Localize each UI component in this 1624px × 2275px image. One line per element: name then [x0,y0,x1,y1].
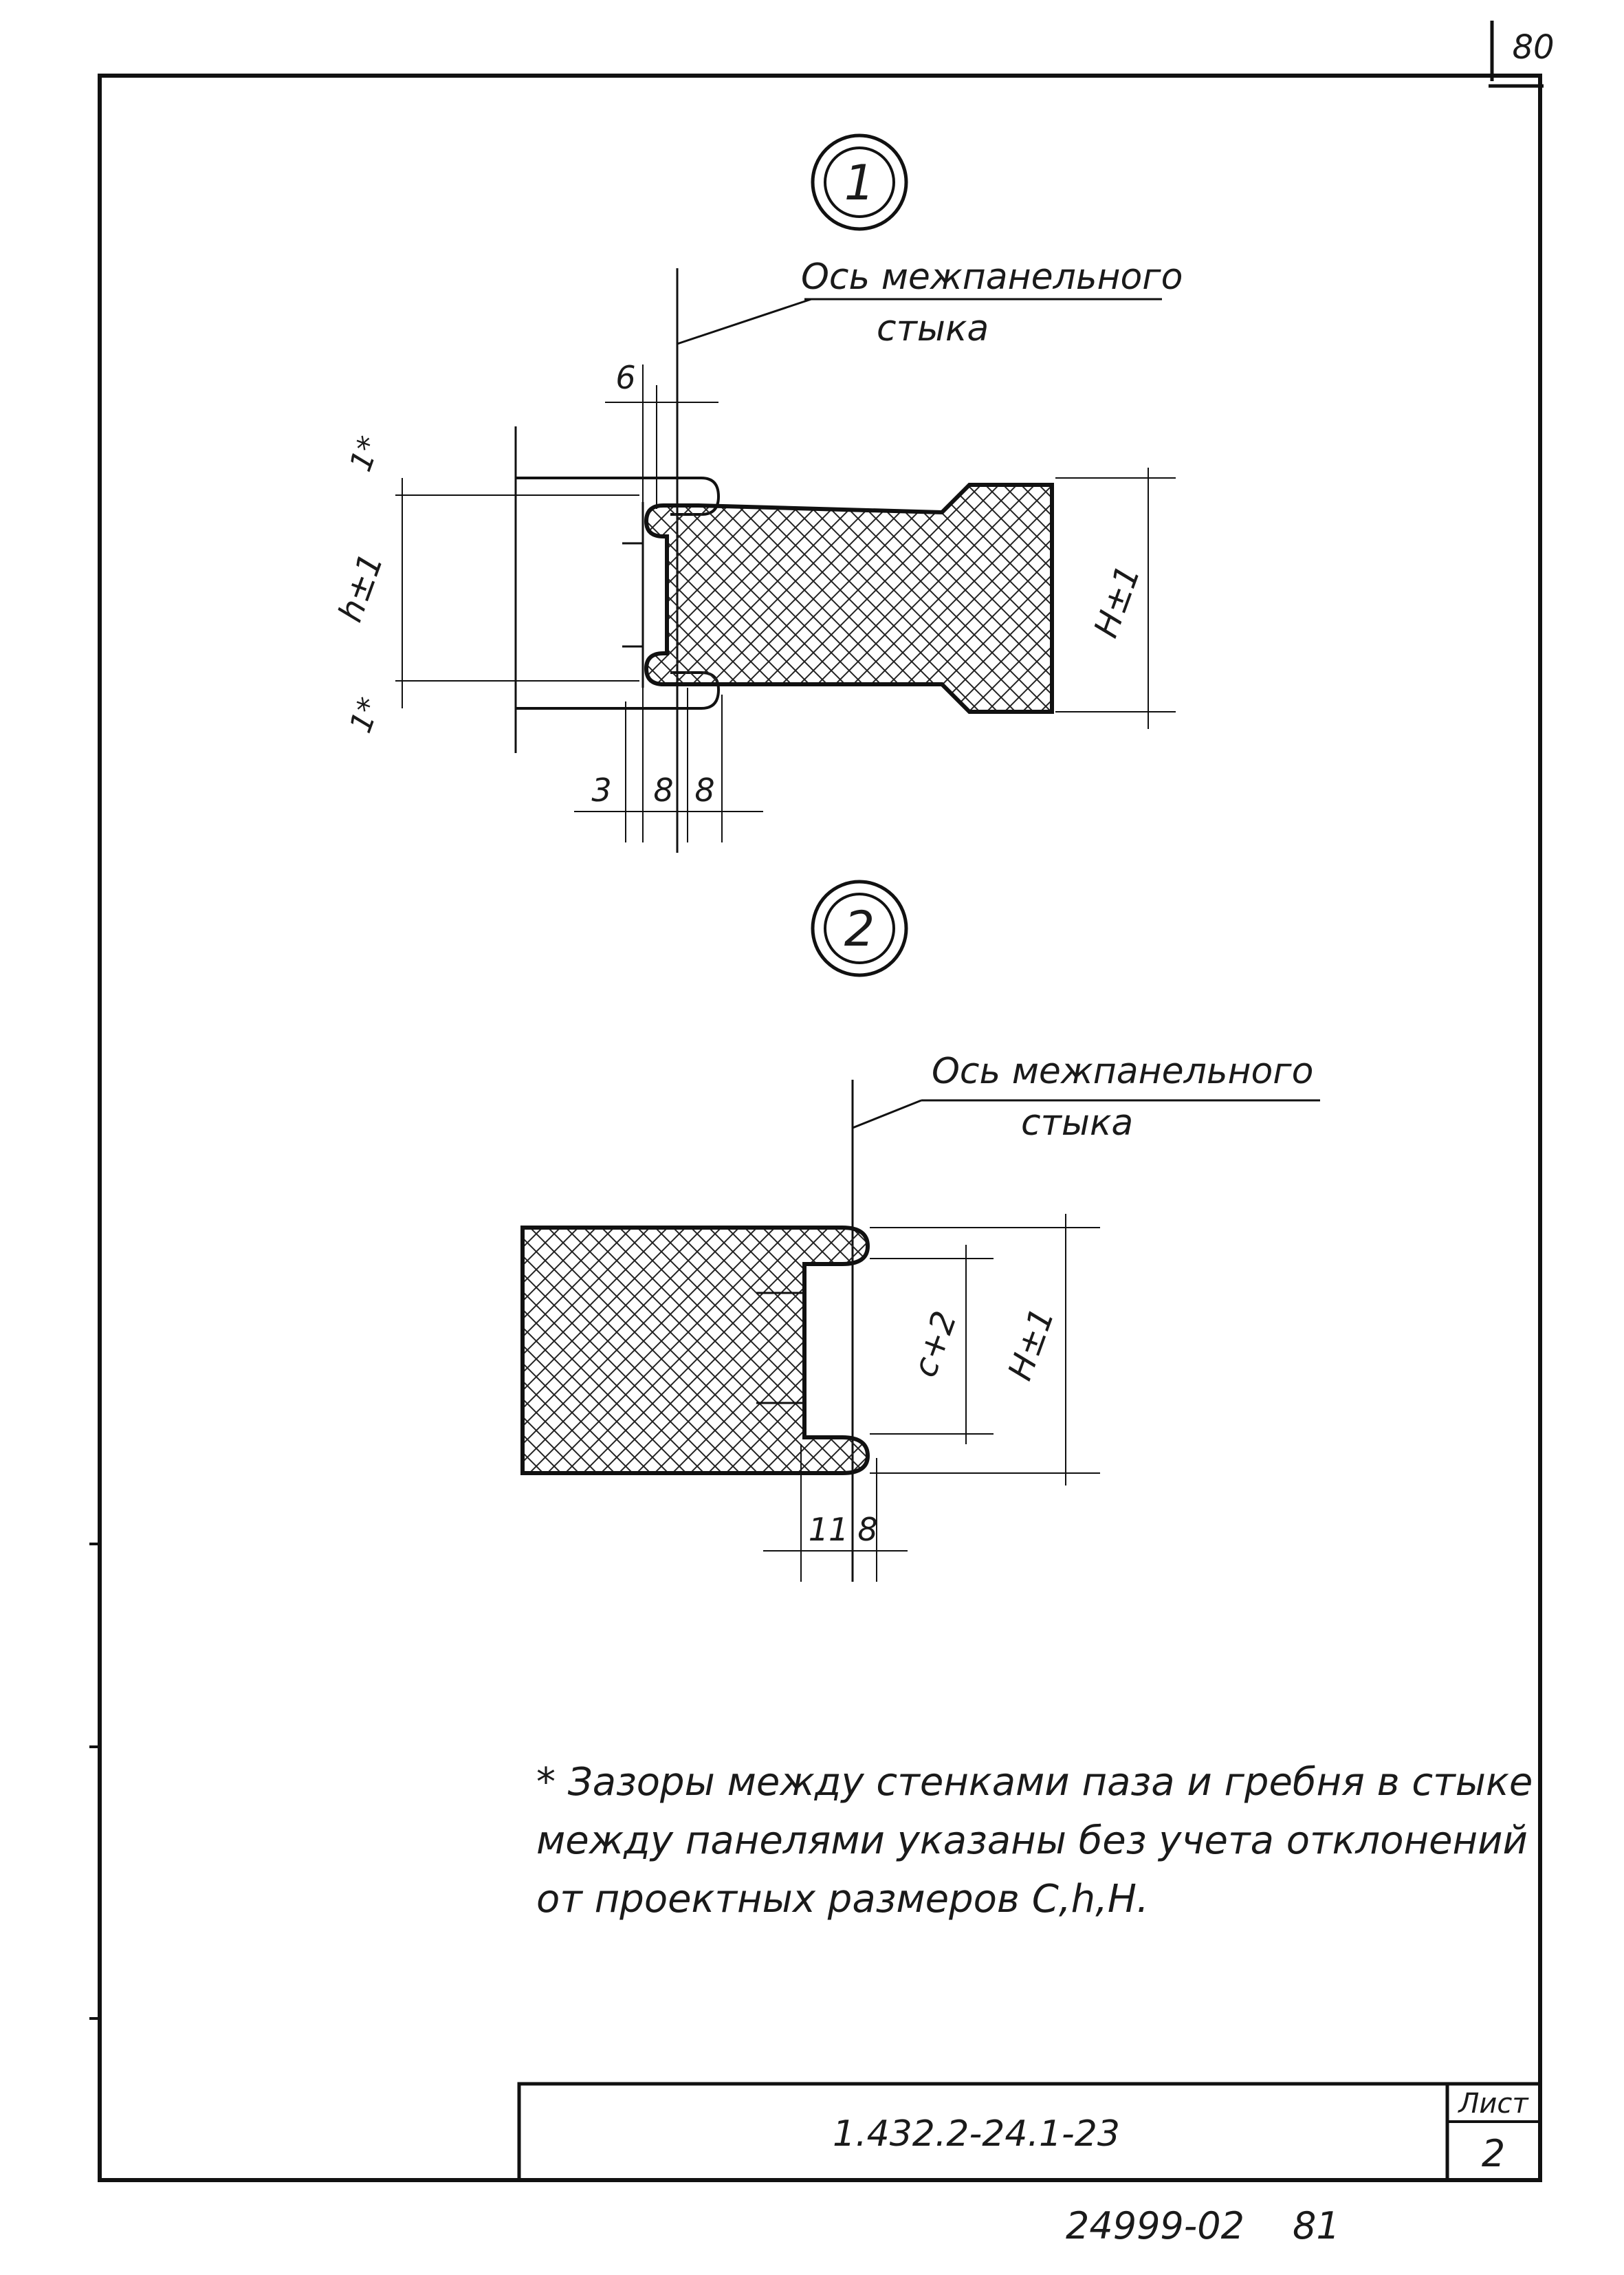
archive-code: 24999-02 [1066,2204,1244,2247]
sheet-number: 2 [1482,2132,1505,2175]
node-2-grooved-panel [520,1226,870,1475]
sheet-label: Лист [1457,2088,1529,2120]
note-line-2: между панелями указаны без учета отклоне… [536,1818,1528,1863]
node-2-axis-label-2: стыка [1021,1102,1133,1144]
node-2-axis-leader [852,1099,922,1129]
node-1-axis-label-1: Ось межпанельного [801,257,1183,298]
title-block [517,2082,1542,2182]
node-1-detail: 1 Ось межпанельного стыка 6 3 8 8 1* [331,133,1183,853]
node-2-marker-label: 2 [844,901,875,957]
note-line-3: от проектных размеров C,h,H. [536,1877,1149,1922]
node-1-dim-bottom-2: 8 [653,772,673,809]
page-number-top: 80 [1512,28,1554,67]
node-2-detail: 2 Ось межпанельного стыка c+2 H±1 11 8 [520,880,1320,1582]
node-1-dim-top-gap: 6 [615,359,635,396]
node-1-marker-inner [824,146,895,218]
node-2-marker-outer [811,880,908,977]
node-1-dim-h: h±1 [331,548,391,627]
node-1-dim-H: H±1 [1086,560,1148,643]
node-2-dim-H: H±1 [1000,1303,1062,1386]
designation: 1.432.2-24.1-23 [833,2113,1120,2155]
page-number-bottom: 81 [1293,2204,1340,2247]
node-1-dim-gap-bottom: 1* [343,693,388,737]
sheet-frame [98,74,1542,2182]
node-1-tongue-panel [644,483,1054,714]
node-1-marker-label: 1 [844,155,875,211]
node-1-dim-bottom-1: 3 [591,772,611,809]
node-2-axis-label-1: Ось межпанельного [932,1051,1313,1092]
node-2-dim-bottom-2: 8 [857,1511,877,1548]
node-1-axis-label-2: стыка [877,308,989,349]
node-2-dim-bottom-1: 11 [809,1511,849,1548]
note-line-1: * Зазоры между стенками паза и гребня в … [536,1760,1533,1805]
node-2-marker-inner [824,893,895,964]
node-2-dim-c: c+2 [906,1306,965,1382]
node-1-dim-bottom-3: 8 [694,772,714,809]
node-1-marker-outer [811,133,908,231]
node-1-axis-leader [677,298,812,345]
node-1-dim-gap-top: 1* [343,432,388,476]
